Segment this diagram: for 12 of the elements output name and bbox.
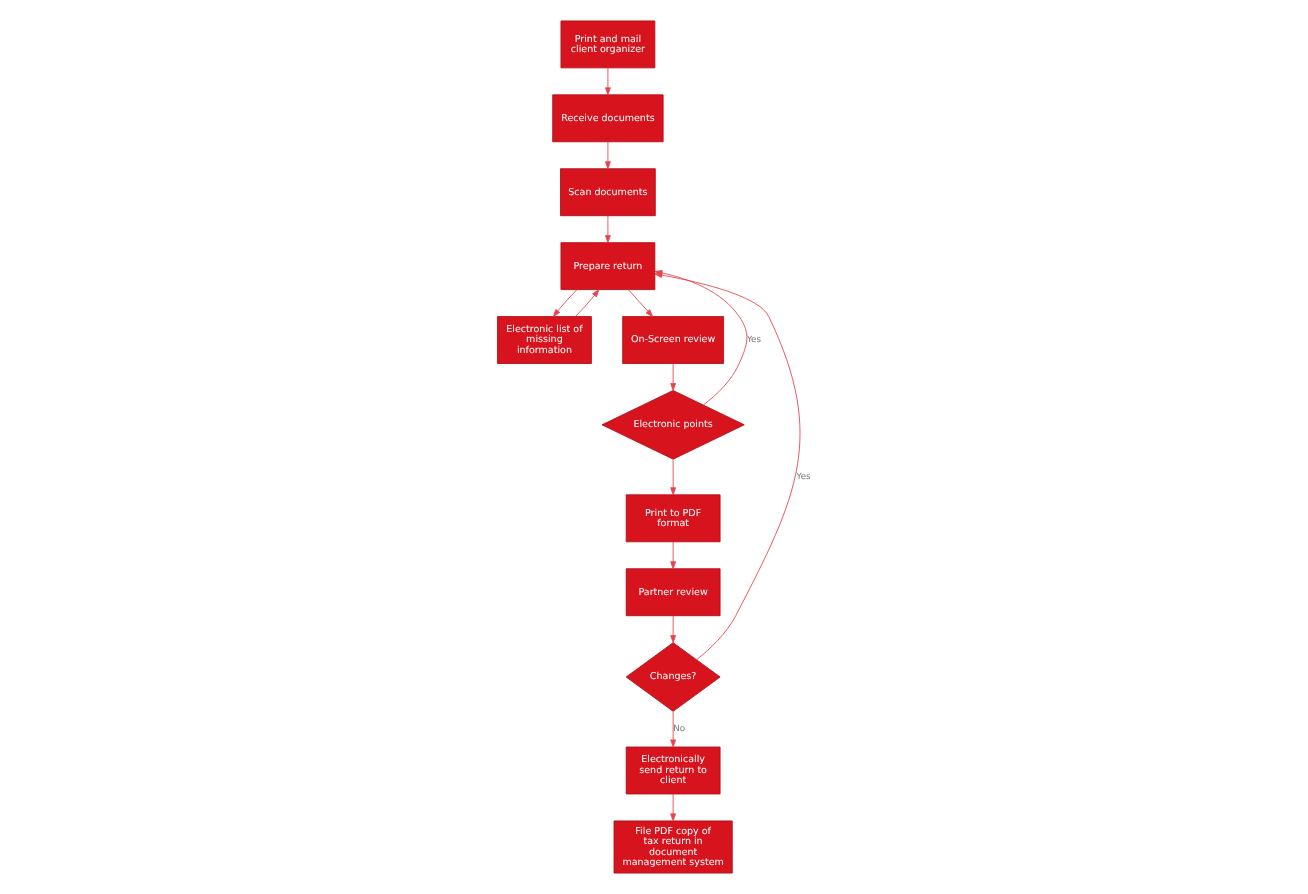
arrow — [574, 289, 600, 317]
arrow — [628, 289, 654, 317]
arrow — [670, 363, 676, 391]
arrow — [670, 711, 676, 748]
arrow — [552, 289, 578, 317]
arrow — [670, 615, 676, 643]
arrow — [605, 215, 611, 243]
arrow — [670, 793, 676, 822]
arrow — [605, 67, 611, 96]
arrow — [670, 458, 676, 496]
arrow — [670, 541, 676, 570]
arrow — [605, 141, 611, 170]
